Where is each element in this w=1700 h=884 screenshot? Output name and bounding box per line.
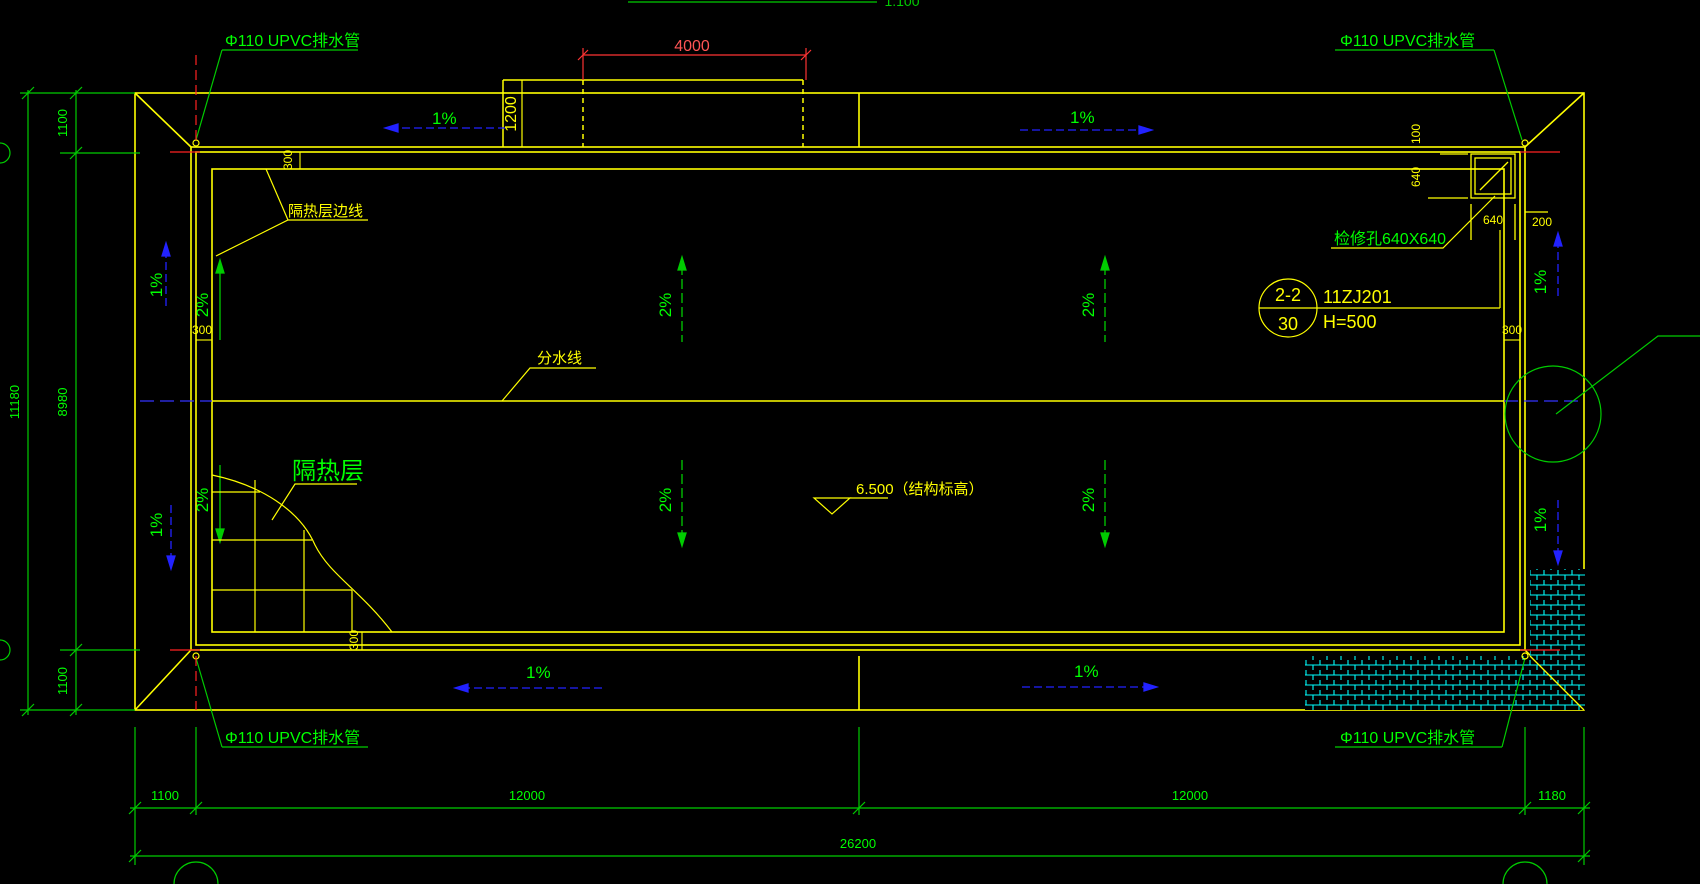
slope-arrows-1pct — [161, 123, 1563, 693]
opening-dimension — [577, 48, 812, 80]
left-dimension-labels: 11180 8980 1100 1100 — [7, 109, 70, 695]
offset-300-labels: 300 300 300 300 — [192, 150, 1522, 650]
drain-pipe-label-tr: Φ110 UPVC排水管 — [1340, 32, 1475, 50]
bottom-dim-bay-2: 12000 — [1172, 788, 1208, 803]
slope-labels-2pct: 2% 2% 2% 2% 2% 2% — [193, 293, 1098, 513]
left-dim-overall: 11180 — [7, 385, 22, 419]
slope-label-bottom-left: 1% — [526, 663, 551, 682]
detail-reference — [1258, 230, 1501, 338]
drain-pipe-leaders — [195, 49, 1526, 748]
slope-label-top-left: 1% — [432, 109, 457, 128]
left-dim-inner: 8980 — [55, 388, 70, 417]
bottom-dim-right-edge: 1180 — [1538, 788, 1566, 803]
access-hatch-label: 检修孔640X640 — [1334, 230, 1446, 248]
slope-label-bottom-right: 1% — [1074, 662, 1099, 681]
slope-2-center-left-lower: 2% — [656, 488, 675, 513]
access-hatch[interactable] — [1428, 153, 1548, 240]
slope-label-left-lower: 1% — [147, 513, 166, 538]
detail-callout-circle — [1504, 335, 1700, 463]
access-dim-200: 200 — [1532, 215, 1552, 229]
hatch-edge-line — [1529, 655, 1585, 711]
access-dim-100: 100 — [1409, 124, 1423, 144]
slope-labels-1pct: 1% 1% 1% 1% 1% 1% 1% 1% — [147, 108, 1550, 682]
slope-2-left-upper: 2% — [193, 293, 212, 318]
bottom-dim-left-edge: 1100 — [151, 788, 179, 803]
insulation-grid — [211, 474, 393, 633]
elevation-label: 6.500（结构标高） — [856, 481, 984, 498]
watershed-leader — [501, 367, 596, 402]
detail-ref-bottom: 30 — [1278, 314, 1298, 334]
access-hatch-leader — [1331, 195, 1496, 249]
elevation-marker — [812, 497, 888, 515]
access-dim-640-v: 640 — [1409, 167, 1423, 187]
slope-2-center-right-upper: 2% — [1079, 293, 1098, 318]
access-dim-640-h: 640 — [1483, 213, 1503, 227]
top-cut-label: 1.100 — [884, 0, 919, 9]
access-hatch-dims: 100 640 640 200 — [1409, 124, 1552, 229]
insulation-label: 隔热层 — [292, 458, 364, 485]
hatch-zone — [1305, 569, 1585, 710]
offset-300-marks — [196, 152, 1520, 650]
offset-300-top: 300 — [281, 150, 295, 170]
offset-300-right: 300 — [1502, 323, 1522, 337]
axis-marks — [170, 55, 1560, 710]
drain-pipe-label-tl: Φ110 UPVC排水管 — [225, 32, 360, 50]
bottom-dimension-labels: 1100 12000 12000 1180 26200 — [151, 788, 1566, 851]
bottom-dimensions — [128, 727, 1591, 884]
offset-300-left: 300 — [192, 323, 212, 337]
opening-depth-label: 1200 — [503, 96, 520, 132]
drain-pipe-labels: Φ110 UPVC排水管 Φ110 UPVC排水管 Φ110 UPVC排水管 Φ… — [225, 32, 1475, 747]
drain-pipe-label-br: Φ110 UPVC排水管 — [1340, 729, 1475, 747]
left-dim-edge-bottom: 1100 — [55, 667, 70, 695]
insulation-edge-label: 隔热层边线 — [288, 203, 363, 220]
slope-label-right-lower: 1% — [1531, 508, 1550, 533]
detail-ref-height: H=500 — [1323, 312, 1377, 332]
drain-pipe-label-bl: Φ110 UPVC排水管 — [225, 729, 360, 747]
slope-label-right-upper: 1% — [1531, 270, 1550, 295]
slope-2-left-lower: 2% — [193, 488, 212, 513]
detail-ref-top: 2-2 — [1275, 285, 1301, 305]
left-dimensions — [0, 86, 140, 717]
offset-300-bottom: 300 — [347, 630, 361, 650]
watershed-label: 分水线 — [537, 350, 582, 367]
roof-opening — [502, 79, 804, 147]
insulation-edge-leader — [215, 168, 368, 257]
slope-2-center-right-lower: 2% — [1079, 488, 1098, 513]
detail-ref-code: 11ZJ201 — [1323, 287, 1392, 307]
opening-width-label: 4000 — [674, 38, 710, 55]
slope-label-top-right: 1% — [1070, 108, 1095, 127]
slope-2-center-left-upper: 2% — [656, 293, 675, 318]
left-dim-edge-top: 1100 — [55, 109, 70, 137]
slope-label-left-upper: 1% — [147, 273, 166, 298]
bottom-dim-overall: 26200 — [840, 836, 876, 851]
bottom-dim-bay-1: 12000 — [509, 788, 545, 803]
